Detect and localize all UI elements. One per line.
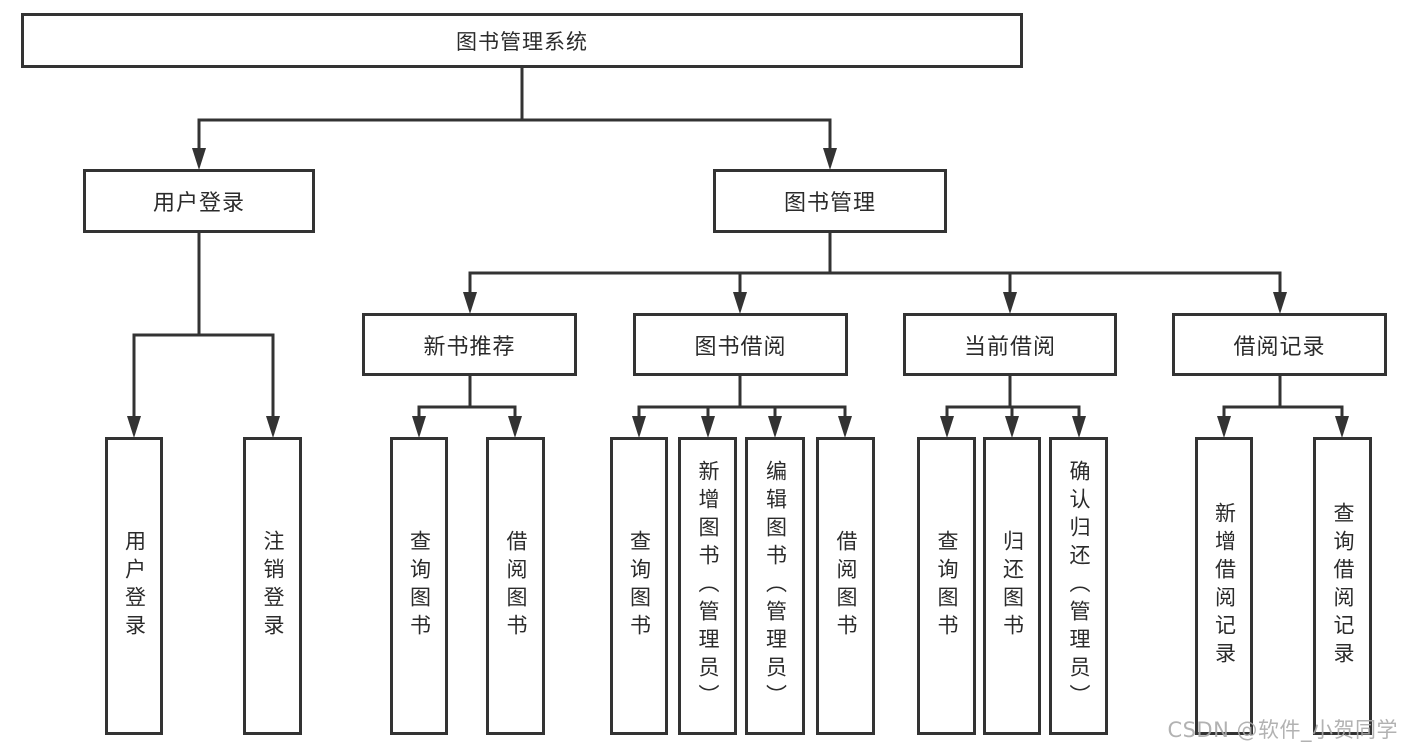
csdn-watermark: CSDN @软件_小贺同学: [1167, 718, 1398, 742]
node-label: 图书借阅: [694, 334, 787, 360]
node-label: 查询图书: [627, 530, 652, 642]
node-label: 新增图书（管理员）: [696, 460, 720, 712]
leaf-logout: 注销登录: [243, 437, 302, 735]
node-label: 借阅图书: [504, 530, 528, 642]
node-label: 新书推荐: [423, 334, 516, 360]
node-label: 借阅记录: [1233, 334, 1326, 360]
leaf-query-borrow-record: 查询借阅记录: [1313, 437, 1372, 735]
node-borrowing-record: 借阅记录: [1172, 313, 1387, 376]
node-current-borrowing: 当前借阅: [903, 313, 1117, 376]
node-label: 用户登录: [152, 191, 245, 216]
node-label: 当前借阅: [963, 334, 1056, 360]
leaf-confirm-return-admin: 确认归还（管理员）: [1049, 437, 1108, 735]
node-user-login: 用户登录: [83, 169, 315, 233]
node-book-borrowing: 图书借阅: [633, 313, 848, 376]
leaf-query-book-current: 查询图书: [917, 437, 976, 735]
node-label: 图书管理: [783, 191, 876, 216]
leaf-add-book-admin: 新增图书（管理员）: [678, 437, 737, 735]
leaf-query-book-recommendation: 查询图书: [390, 437, 448, 735]
node-label: 归还图书: [1000, 530, 1025, 642]
node-label: 编辑图书（管理员）: [763, 460, 788, 712]
leaf-add-borrow-record: 新增借阅记录: [1195, 437, 1253, 735]
leaf-borrow-book-recommendation: 借阅图书: [486, 437, 545, 735]
node-label: 新增借阅记录: [1212, 502, 1237, 670]
node-label: 查询借阅记录: [1331, 502, 1355, 670]
node-label: 查询图书: [935, 530, 959, 642]
node-new-book-recommendation: 新书推荐: [362, 313, 577, 376]
arrowheads: [127, 148, 1349, 438]
leaf-user-login: 用户登录: [105, 437, 163, 735]
node-library-system: 图书管理系统: [21, 13, 1023, 68]
leaf-query-book-borrowing: 查询图书: [610, 437, 668, 735]
node-label: 注销登录: [261, 530, 285, 642]
node-label: 用户登录: [122, 530, 147, 642]
leaf-edit-book-admin: 编辑图书（管理员）: [745, 437, 805, 735]
leaf-return-book: 归还图书: [983, 437, 1041, 735]
node-label: 确认归还（管理员）: [1067, 460, 1091, 712]
node-label: 查询图书: [407, 530, 432, 642]
node-label: 借阅图书: [834, 530, 858, 642]
leaf-borrow-book-borrowing: 借阅图书: [816, 437, 875, 735]
node-book-management: 图书管理: [713, 169, 947, 233]
node-label: 图书管理系统: [456, 29, 588, 54]
